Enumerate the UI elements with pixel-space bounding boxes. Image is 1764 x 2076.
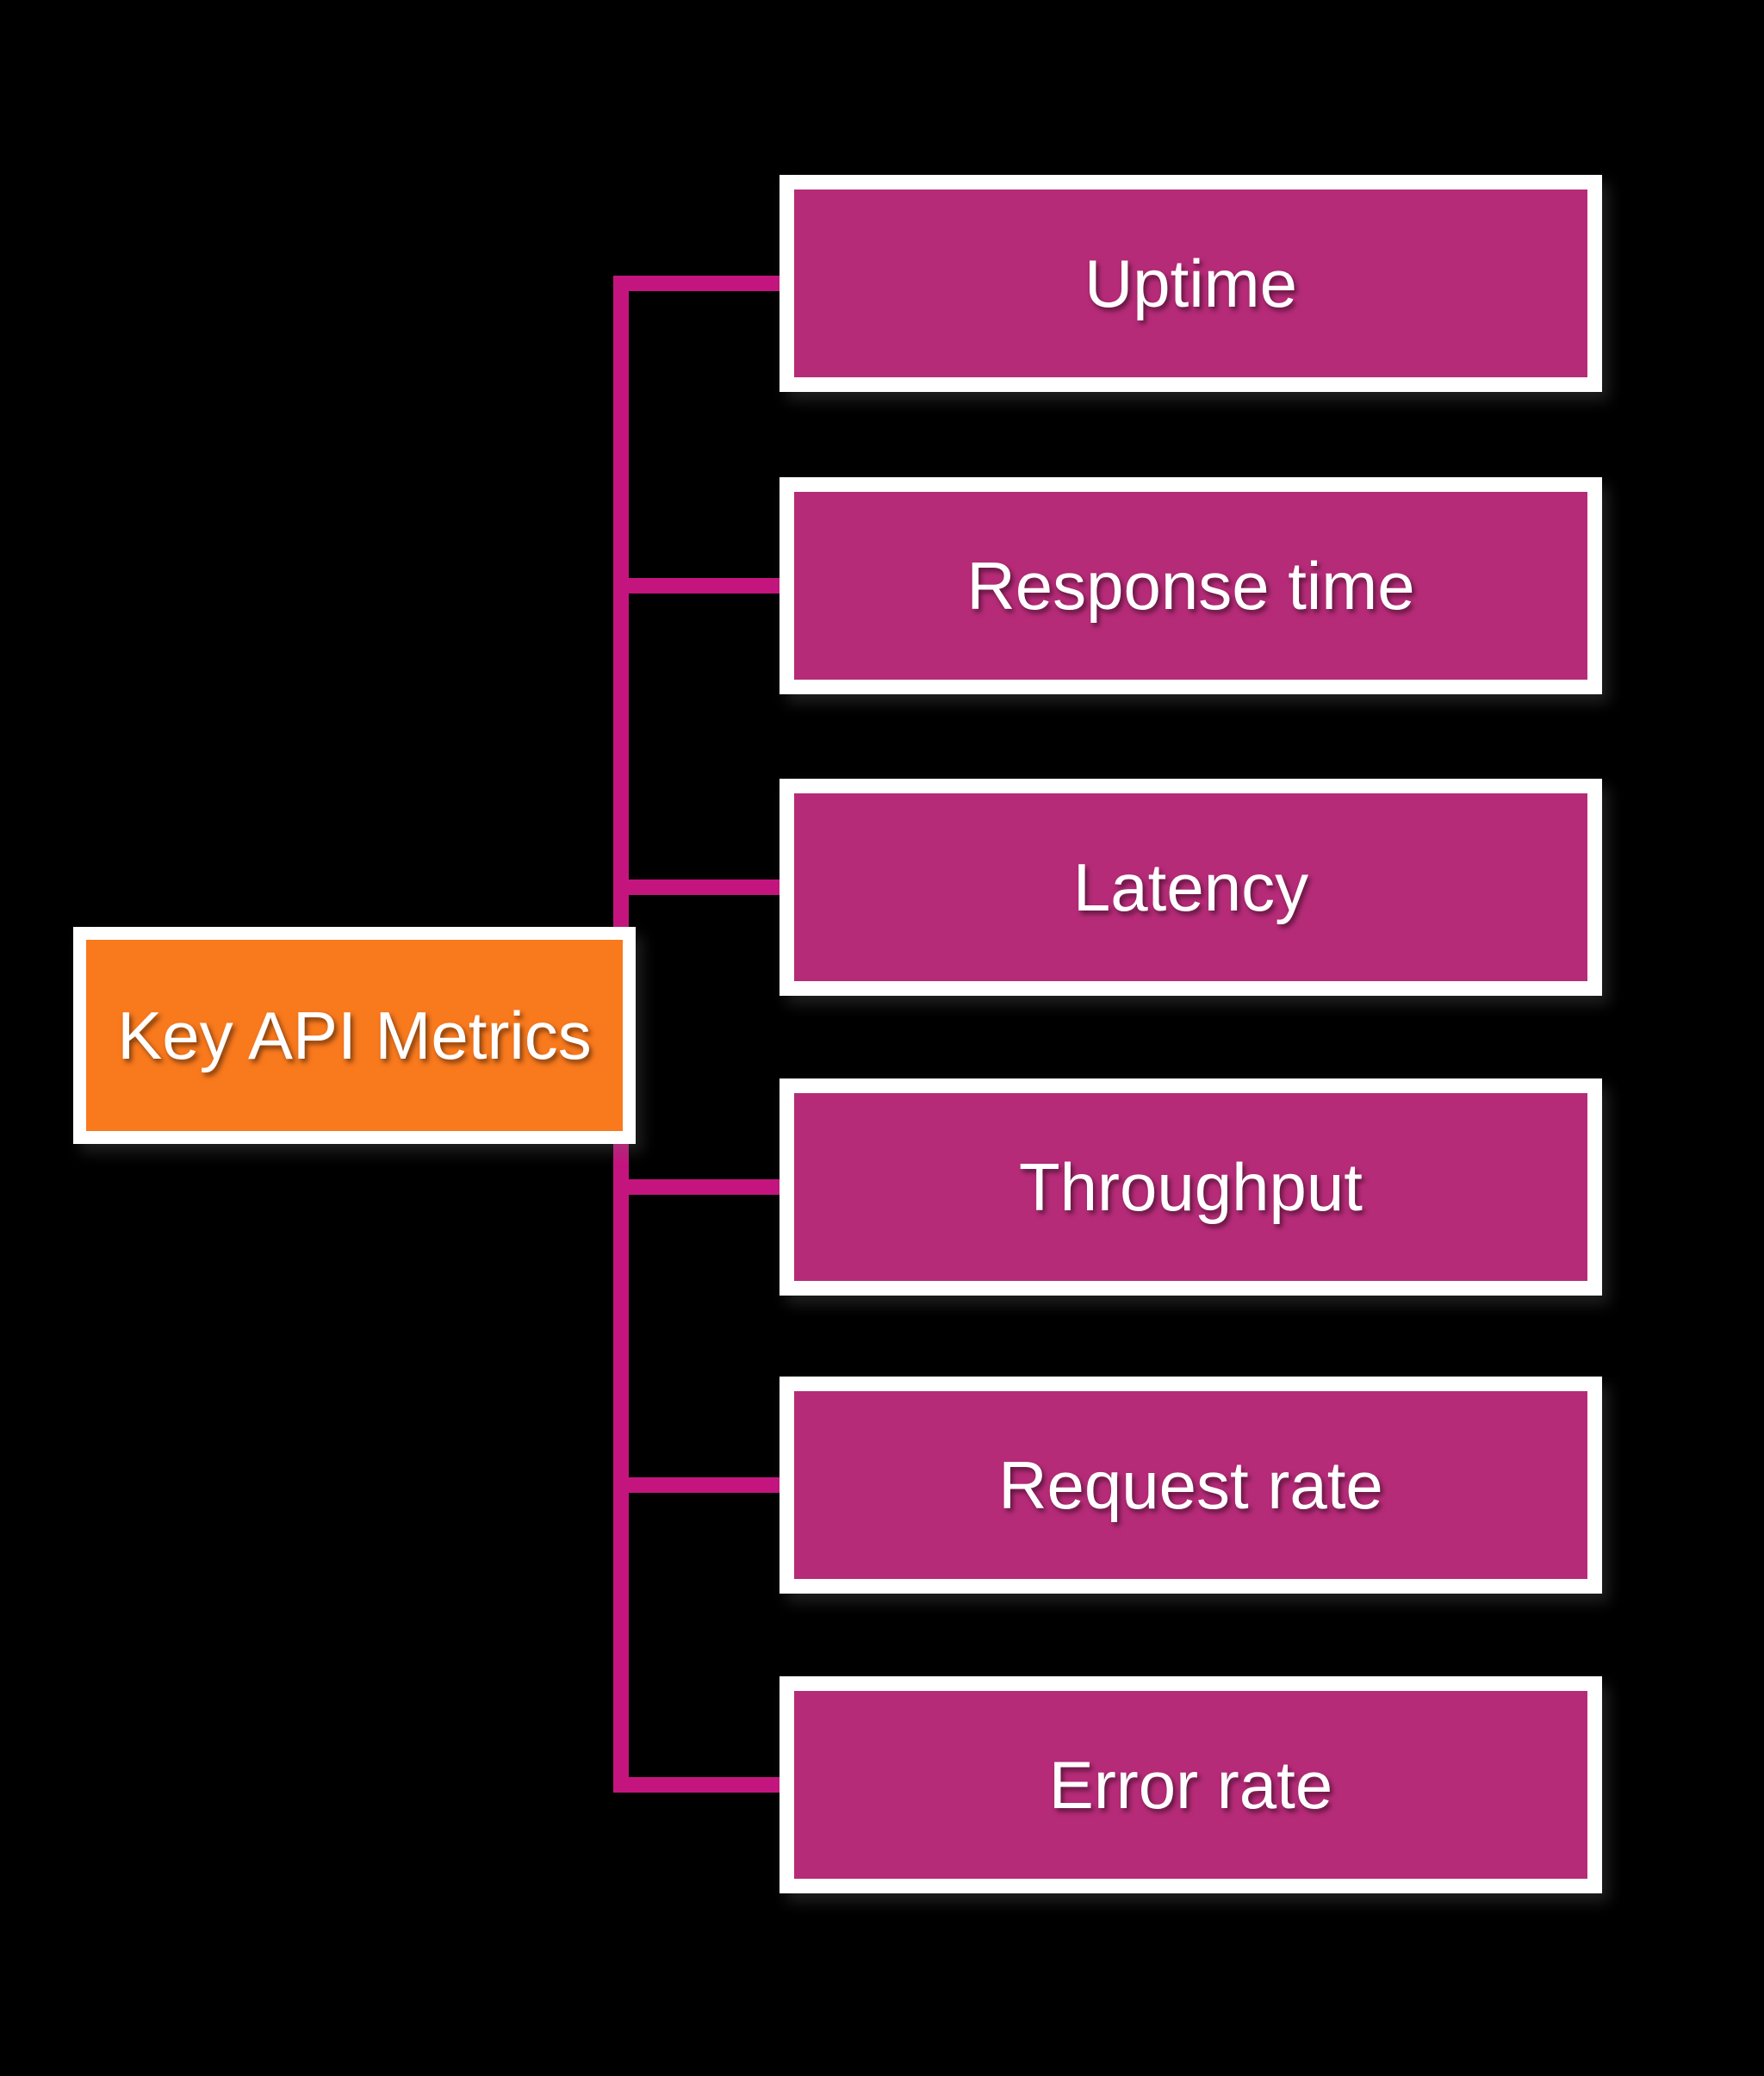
node-label: Throughput <box>1019 1149 1363 1225</box>
node-label: Latency <box>1072 849 1309 925</box>
node-throughput: Throughput <box>780 1078 1602 1296</box>
node-label: Uptime <box>1084 246 1298 321</box>
node-error-rate: Error rate <box>780 1676 1602 1893</box>
node-latency: Latency <box>780 779 1602 996</box>
connector-to-request-rate <box>613 1477 787 1493</box>
connector-to-error-rate <box>613 1777 787 1793</box>
connector-to-throughput <box>613 1179 787 1195</box>
root-node-key-api-metrics: Key API Metrics <box>73 927 636 1144</box>
connector-to-response-time <box>613 578 787 594</box>
connector-to-latency <box>613 880 787 895</box>
root-node-label: Key API Metrics <box>117 998 592 1073</box>
node-label: Response time <box>966 548 1415 624</box>
node-uptime: Uptime <box>780 175 1602 392</box>
node-response-time: Response time <box>780 477 1602 694</box>
connector-to-uptime <box>613 276 787 291</box>
node-label: Request rate <box>998 1447 1383 1523</box>
node-label: Error rate <box>1048 1747 1333 1823</box>
node-request-rate: Request rate <box>780 1377 1602 1594</box>
